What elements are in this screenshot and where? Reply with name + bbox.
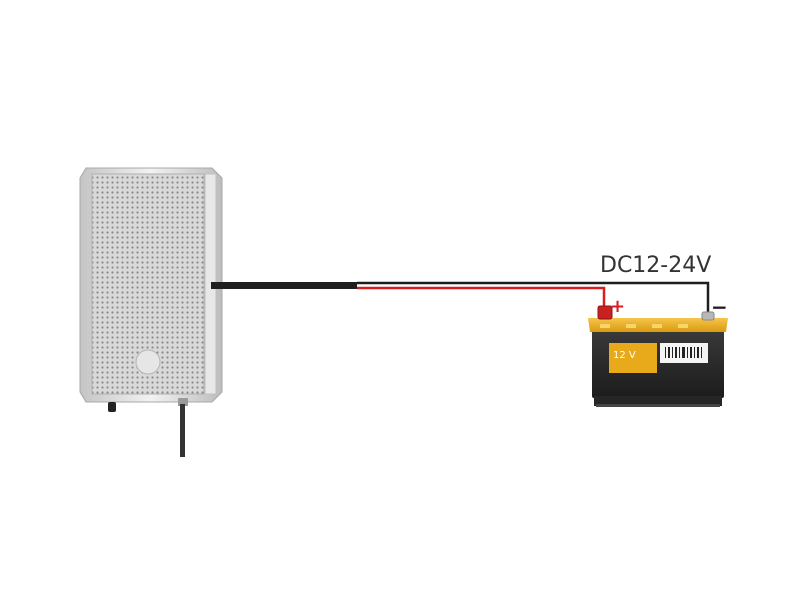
- cable-gland: [178, 398, 188, 406]
- positive-terminal: [597, 305, 613, 320]
- battery-base: [594, 396, 722, 406]
- negative-symbol: −: [711, 295, 728, 319]
- barcode-icon: [665, 347, 702, 358]
- speaker-logo-badge: [135, 349, 161, 375]
- volume-knob-icon: [108, 402, 116, 412]
- positive-wire: [357, 286, 606, 306]
- column-speaker-icon: [79, 167, 223, 457]
- battery-voltage-label-plate: [609, 343, 657, 373]
- negative-terminal: [701, 311, 715, 321]
- battery-voltage-label: 12 V: [613, 350, 636, 361]
- negative-wire: [357, 281, 710, 312]
- wires: [211, 281, 710, 312]
- positive-symbol: +: [610, 296, 625, 317]
- twin-cable-sheath: [211, 282, 357, 289]
- voltage-label: DC12-24V: [600, 253, 711, 278]
- speaker-signal-cable: [180, 404, 185, 457]
- car-battery-icon: 12 V: [588, 305, 728, 407]
